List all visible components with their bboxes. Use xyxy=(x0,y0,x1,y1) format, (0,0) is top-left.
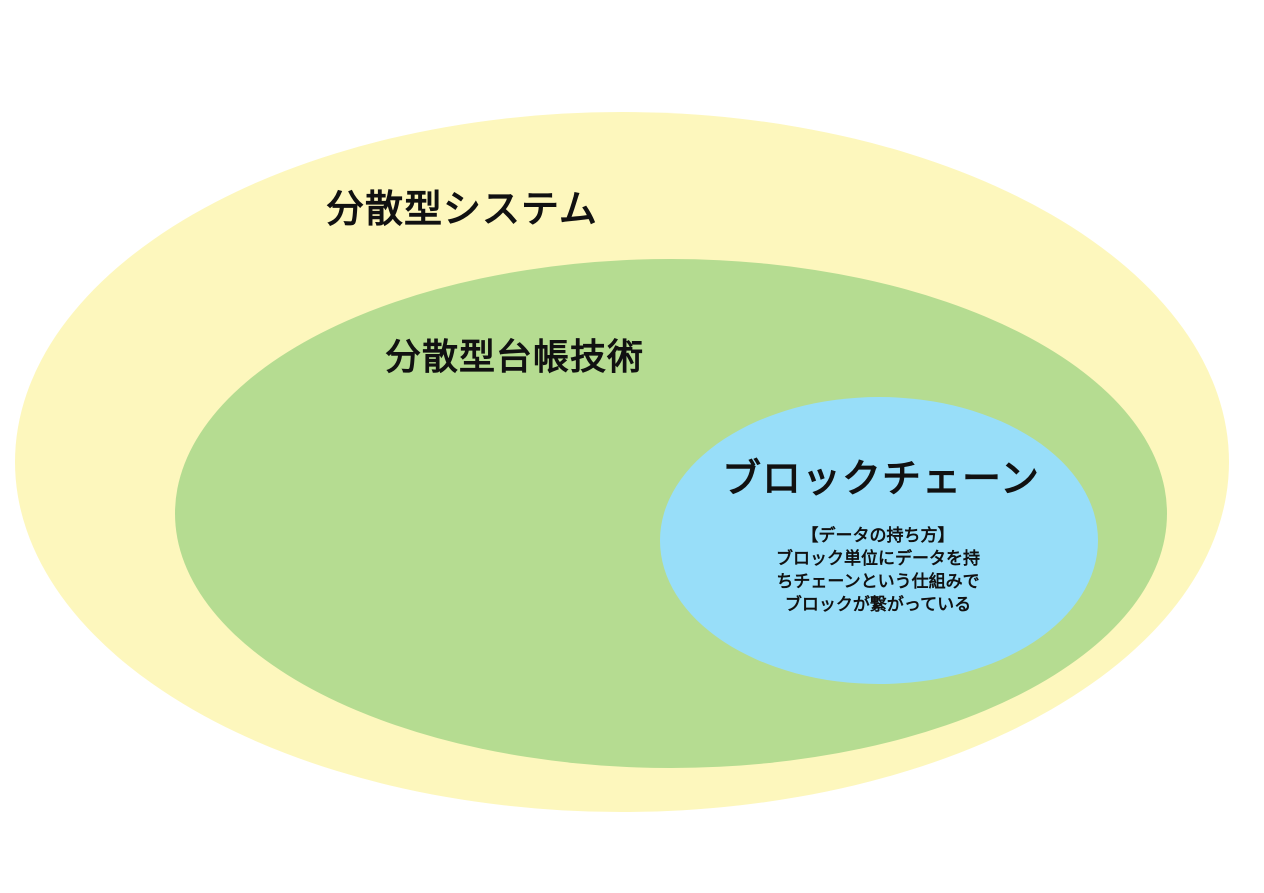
blockchain-label: ブロックチェーン xyxy=(722,457,1041,502)
blockchain-ellipse xyxy=(660,397,1098,684)
description-line: 【データの持ち方】 xyxy=(801,526,955,546)
blockchain-description: 【データの持ち方】 ブロック単位にデータを持 ちチェーンという仕組みで ブロック… xyxy=(700,525,1056,617)
description-line: ブロック単位にデータを持 xyxy=(776,549,980,569)
description-line: ちチェーンという仕組みで xyxy=(776,572,980,592)
description-line: ブロックが繋がっている xyxy=(784,595,972,615)
distributed-system-label: 分散型システム xyxy=(326,187,598,231)
distributed-ledger-label: 分散型台帳技術 xyxy=(385,337,645,378)
